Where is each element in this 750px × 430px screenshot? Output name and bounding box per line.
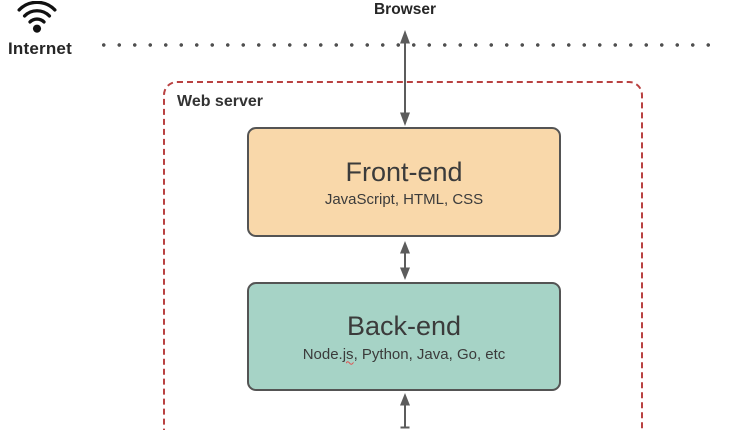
web-server-label: Web server bbox=[177, 93, 263, 110]
backend-subtitle-prefix: Node. bbox=[302, 345, 343, 363]
spellcheck-underline-text: js bbox=[342, 345, 354, 363]
backend-subtitle-suffix: , Python, Java, Go, etc bbox=[353, 345, 506, 363]
browser-label: Browser bbox=[373, 1, 437, 18]
frontend-title: Front-end bbox=[345, 156, 463, 187]
backend-subtitle: Node.js, Python, Java, Go, etc bbox=[303, 346, 506, 363]
frontend-subtitle: JavaScript, HTML, CSS bbox=[324, 191, 484, 209]
internet-label: Internet bbox=[8, 39, 72, 58]
wifi-icon bbox=[17, 1, 57, 33]
backend-node: Back-end Node.js, Python, Java, Go, etc bbox=[247, 282, 561, 391]
backend-title: Back-end bbox=[346, 311, 462, 342]
internet-boundary-dotted-line bbox=[96, 43, 710, 47]
web-server-container: Web server bbox=[163, 81, 643, 430]
frontend-node: Front-end JavaScript, HTML, CSS bbox=[247, 127, 561, 237]
